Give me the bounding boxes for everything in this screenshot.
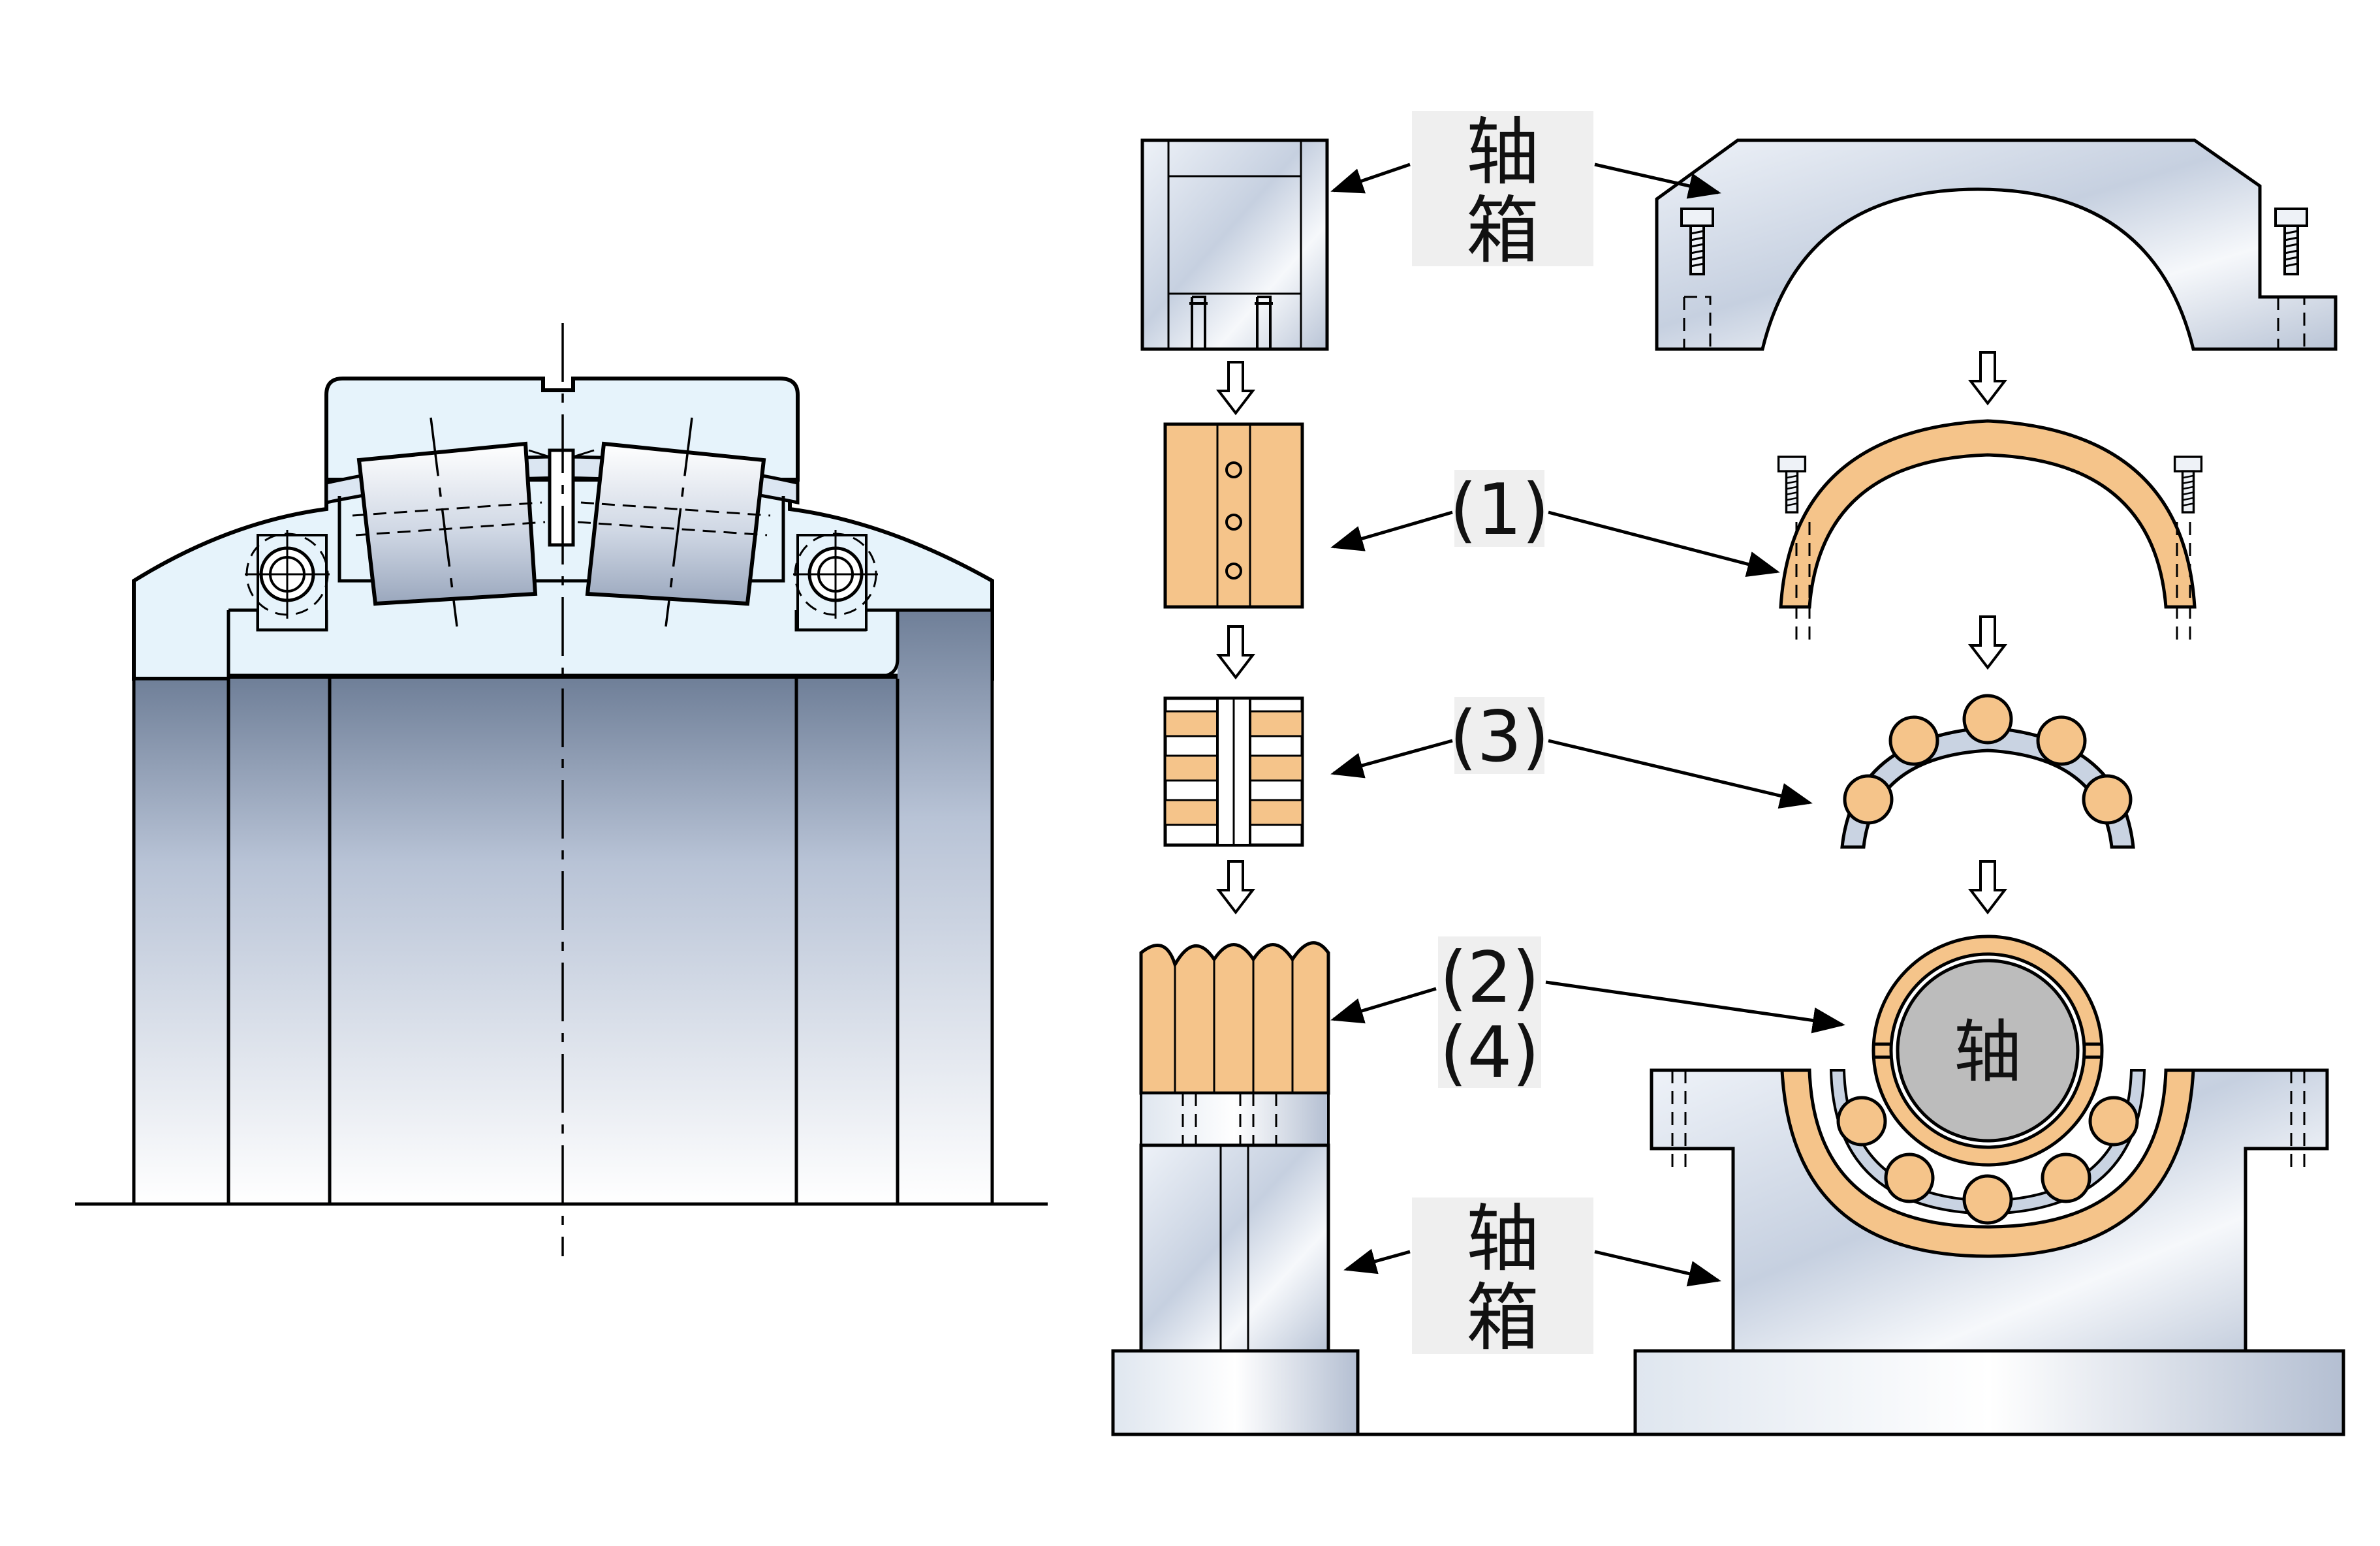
label-part1-text: (1) bbox=[1450, 469, 1550, 551]
label-part4-text: (4) bbox=[1440, 1012, 1540, 1094]
leader-part1-right bbox=[1548, 510, 1780, 578]
label-housing-top-line1: 轴 bbox=[1466, 110, 1539, 195]
roller-left bbox=[352, 417, 546, 627]
label-housing-bottom-line2: 箱 bbox=[1466, 1276, 1539, 1361]
leader-housing-bottom-left bbox=[1343, 1248, 1411, 1275]
leader-part3-left bbox=[1330, 739, 1453, 779]
leader-housing-top-left bbox=[1330, 162, 1411, 194]
label-part3-text: (3) bbox=[1450, 696, 1550, 778]
label-part3: (3) bbox=[1450, 696, 1550, 778]
label-part2-text: (2) bbox=[1440, 937, 1540, 1019]
housing-side-block-top bbox=[1140, 138, 1329, 351]
inner-ring bbox=[337, 496, 785, 583]
leader-housing-bottom-right bbox=[1594, 1250, 1721, 1287]
part1-arc bbox=[1777, 419, 2203, 646]
leader-part2-right bbox=[1545, 980, 1845, 1034]
label-part2-4: (2) (4) bbox=[1438, 936, 1541, 1094]
flow-arrow-left-2 bbox=[1217, 625, 1254, 679]
label-housing-bottom: 轴 箱 bbox=[1412, 1197, 1593, 1361]
leader-part2-left bbox=[1330, 987, 1437, 1024]
roller-right bbox=[577, 417, 771, 627]
leader-housing-top-right bbox=[1594, 162, 1721, 199]
part2-4-side-view bbox=[1139, 941, 1330, 1147]
label-shaft: 轴 bbox=[1954, 1012, 2022, 1092]
flow-arrow-left-3 bbox=[1217, 860, 1254, 914]
housing-cap-top bbox=[1655, 138, 2338, 351]
flow-arrow-right-2 bbox=[1969, 615, 2006, 669]
part1-side-view bbox=[1163, 422, 1304, 609]
label-housing-top: 轴 箱 bbox=[1412, 110, 1593, 273]
label-part1: (1) bbox=[1450, 469, 1550, 551]
label-housing-top-line2: 箱 bbox=[1466, 189, 1539, 273]
part3-side-view bbox=[1163, 696, 1304, 847]
part3-arc bbox=[1840, 694, 2135, 849]
flow-arrow-right-1 bbox=[1969, 351, 2006, 405]
right-seal bbox=[793, 530, 878, 631]
leader-part3-right bbox=[1548, 739, 1813, 809]
label-housing-bottom-line1: 轴 bbox=[1466, 1197, 1539, 1282]
left-seal bbox=[245, 530, 330, 631]
shaft-circle bbox=[1896, 959, 2080, 1143]
shaft-with-inner-ring: 轴 bbox=[1871, 935, 2104, 1167]
housing-pedestal-front bbox=[1633, 1068, 2345, 1436]
housing-pedestal-side bbox=[1111, 1143, 1360, 1436]
flow-arrow-left-1 bbox=[1217, 361, 1254, 414]
cage-center bbox=[548, 448, 575, 547]
flow-arrow-right-3 bbox=[1969, 860, 2006, 914]
bearing-cross-section bbox=[75, 323, 1048, 1256]
shaft-right-shoulder bbox=[898, 610, 992, 1204]
leader-part1-left bbox=[1330, 510, 1453, 551]
